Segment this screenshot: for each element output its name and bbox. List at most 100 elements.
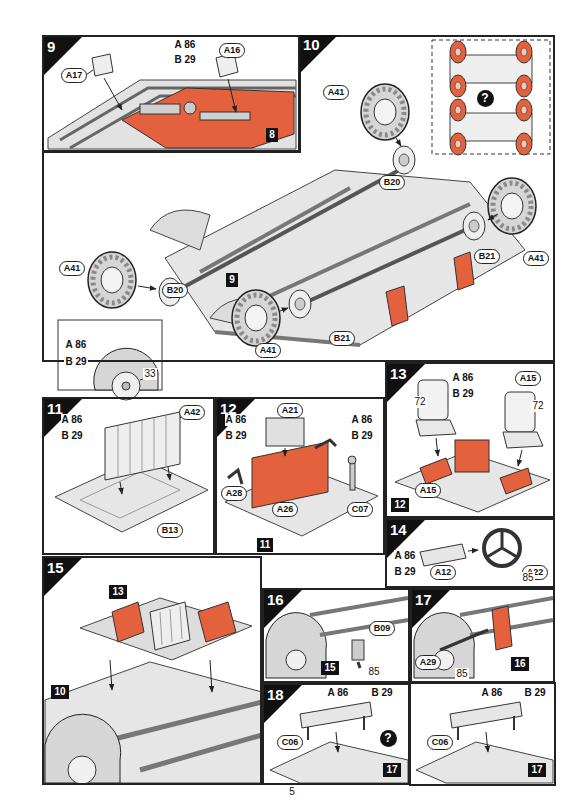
part-label: A17 xyxy=(66,70,83,80)
wheel xyxy=(280,308,288,311)
inset-box xyxy=(432,40,550,154)
callout-number: 72 xyxy=(413,396,426,408)
part-number: B21 xyxy=(329,331,356,346)
chassis-drawing xyxy=(492,606,512,650)
part-label: C06 xyxy=(282,737,299,747)
inset-box xyxy=(516,99,532,121)
seat-part xyxy=(505,392,535,432)
floor-part xyxy=(120,482,122,494)
chassis-drawing xyxy=(286,650,306,670)
step-panel: 10A41B20B21A41A41B20B21A41 xyxy=(42,35,555,362)
paint-callout: B 29 xyxy=(451,388,474,400)
part-label: B09 xyxy=(374,623,391,633)
bench-part xyxy=(486,732,488,752)
wheel xyxy=(396,138,401,146)
part-number: B21 xyxy=(474,249,501,264)
step-marker xyxy=(44,558,82,596)
paint-callout: A 86 xyxy=(452,372,475,384)
chassis-drawing xyxy=(454,252,474,290)
paint-callout: B 29 xyxy=(523,687,546,699)
step-number: 9 xyxy=(47,39,55,55)
paint-callout: A 86 xyxy=(351,414,374,426)
paint-callout: B 29 xyxy=(60,430,83,442)
question-mark: ? xyxy=(477,90,494,107)
floor-part xyxy=(395,440,550,512)
paint-callout: A 86 xyxy=(65,339,88,351)
part-number: A41 xyxy=(59,261,86,276)
paint-callout: B 29 xyxy=(173,54,196,66)
step-panel: 9A17A16 xyxy=(42,35,300,152)
mudflap-part xyxy=(104,78,122,110)
chassis-drawing xyxy=(440,630,488,650)
step-reference: 13 xyxy=(109,585,126,599)
step-marker xyxy=(264,685,302,723)
part-label: A41 xyxy=(64,263,81,273)
bench-part xyxy=(300,702,372,728)
part-number: A42 xyxy=(179,405,206,420)
floor-part xyxy=(500,468,532,494)
step-panel: 15 xyxy=(42,556,262,785)
paint-callout: A 86 xyxy=(394,550,417,562)
inset-box xyxy=(432,40,550,155)
step-reference: 8 xyxy=(266,128,278,142)
wheel xyxy=(393,146,415,174)
part-label: A41 xyxy=(260,345,277,355)
chassis-drawing xyxy=(182,168,403,288)
panel-outline xyxy=(42,35,555,362)
chassis-drawing xyxy=(266,598,408,678)
seat-part xyxy=(436,438,438,456)
bench-part xyxy=(450,702,522,728)
step-number: 14 xyxy=(390,522,407,538)
paint-callout: A 86 xyxy=(481,687,504,699)
chassis-drawing xyxy=(150,210,210,250)
floor-part xyxy=(80,472,180,518)
part-label: B21 xyxy=(479,251,496,261)
step-reference: 9 xyxy=(226,273,238,287)
part-label: A15 xyxy=(520,373,537,383)
mudflap-part xyxy=(92,54,113,76)
part-label: B20 xyxy=(384,177,401,187)
part-number: A12 xyxy=(430,565,457,580)
step-reference: 10 xyxy=(51,685,68,699)
steering-parts xyxy=(420,530,520,566)
chassis-drawing xyxy=(48,80,296,149)
inset-box xyxy=(450,99,466,121)
part-number: A17 xyxy=(61,68,88,83)
chassis-drawing xyxy=(200,188,470,345)
part-number: A41 xyxy=(323,85,350,100)
paint-callout: A 86 xyxy=(174,39,197,51)
callout-number: 85 xyxy=(521,572,534,584)
wheel xyxy=(361,84,409,140)
chassis-drawing xyxy=(45,662,262,783)
chassis-drawing xyxy=(80,598,252,660)
wheel xyxy=(463,212,485,240)
part-number: A15 xyxy=(515,371,542,386)
paint-callout: B 29 xyxy=(350,430,373,442)
mudflap-part xyxy=(86,53,238,112)
chassis-drawing xyxy=(198,602,236,642)
paint-callout: A 86 xyxy=(225,414,248,426)
inset-box xyxy=(516,133,532,155)
step-number: 13 xyxy=(390,366,407,382)
step-panel: 13A15A15 xyxy=(385,362,555,518)
step-number: 17 xyxy=(415,592,432,608)
inset-box xyxy=(58,320,162,390)
chassis-drawing xyxy=(140,104,180,114)
chassis-drawing xyxy=(266,613,326,678)
seat-part xyxy=(518,450,522,466)
chassis-drawing xyxy=(200,112,250,120)
wheel xyxy=(88,84,536,346)
chassis-drawing xyxy=(45,714,121,783)
chassis-drawing xyxy=(68,756,96,784)
paint-callout: A 86 xyxy=(327,687,350,699)
part-label: B13 xyxy=(162,525,179,535)
part-number: A21 xyxy=(277,403,304,418)
steering-parts xyxy=(468,550,478,551)
wheel xyxy=(232,290,280,346)
part-number: A28 xyxy=(221,486,248,501)
floor-part xyxy=(168,467,170,480)
callout-number: 72 xyxy=(531,400,544,412)
chassis-drawing xyxy=(110,702,262,770)
step-reference: 17 xyxy=(383,763,400,777)
